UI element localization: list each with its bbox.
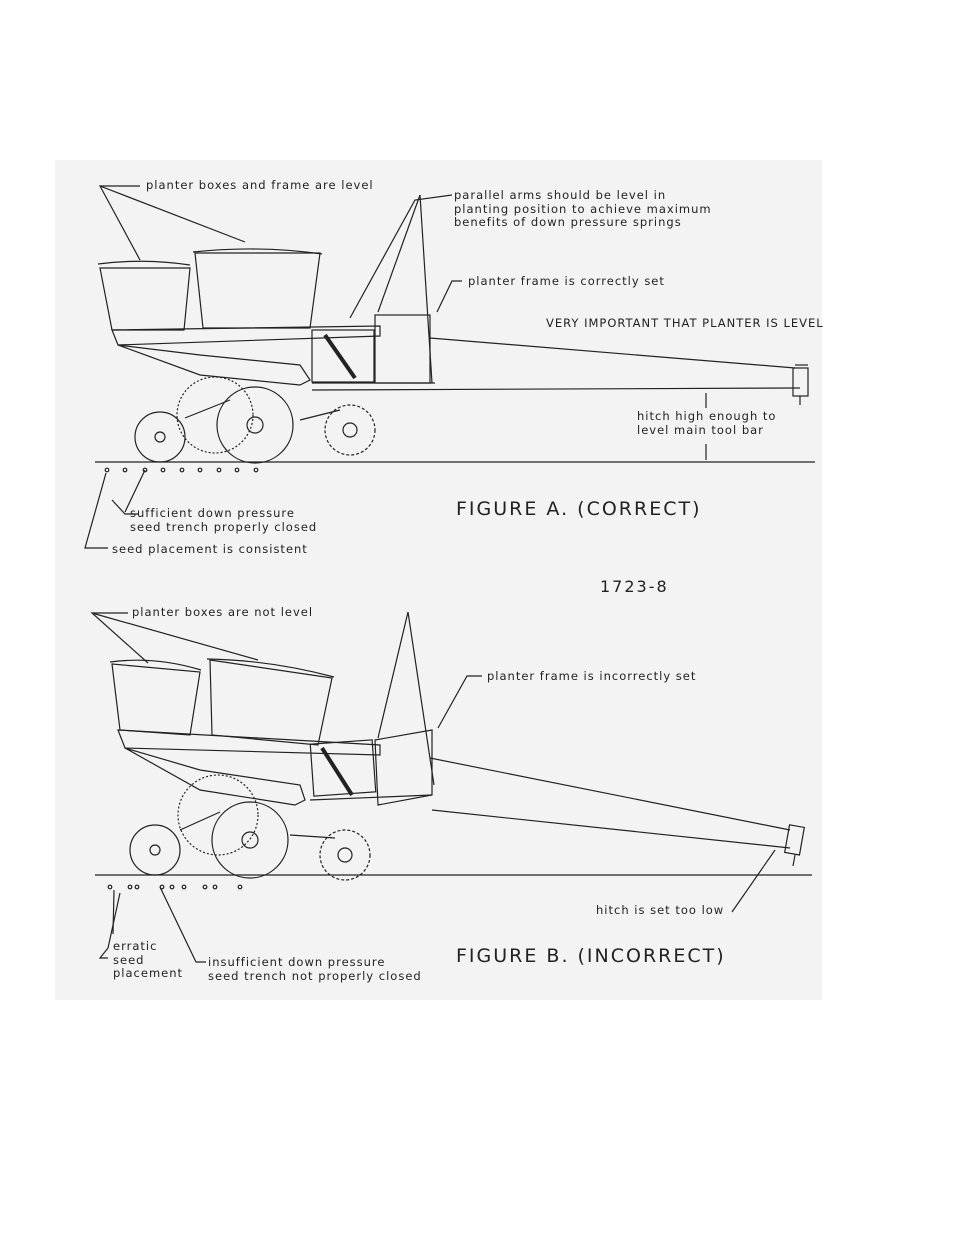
label-hitch-high: hitch high enough to level main tool bar	[637, 409, 777, 437]
label-erratic: erratic seed placement	[113, 939, 184, 980]
gauge-wheel-a	[134, 411, 186, 463]
label-insufficient: insufficient down pressure seed trench n…	[208, 955, 422, 983]
hopper-left-b	[111, 663, 201, 736]
drawing-panel	[55, 160, 822, 1000]
label-boxes-level: planter boxes and frame are level	[146, 178, 374, 192]
figure-b-drawing	[90, 611, 812, 963]
seed-dots-b	[107, 884, 243, 890]
label-very-important: VERY IMPORTANT THAT PLANTER IS LEVEL	[546, 316, 824, 330]
figure-b-title: FIGURE B. (INCORRECT)	[456, 945, 726, 967]
gauge-wheel-b	[129, 824, 181, 876]
part-number: 1723-8	[600, 577, 669, 596]
disc-opener-b	[211, 801, 289, 879]
label-boxes-not-level: planter boxes are not level	[132, 605, 314, 619]
tool-bar-a	[429, 337, 796, 369]
label-parallel-arms: parallel arms should be level in plantin…	[454, 188, 712, 229]
figure-a-drawing	[84, 185, 815, 549]
label-hitch-low: hitch is set too low	[596, 903, 725, 917]
hopper-right-a	[194, 252, 321, 329]
label-frame-incorrect: planter frame is incorrectly set	[487, 669, 697, 683]
frame-beam-a	[111, 325, 381, 346]
hopper-right-b	[209, 659, 333, 746]
hopper-left-a	[99, 267, 191, 331]
figure-a-title: FIGURE A. (CORRECT)	[456, 498, 702, 520]
drum-a	[176, 376, 254, 454]
closing-wheel-a	[324, 404, 376, 456]
frame-beam-b	[117, 729, 381, 756]
label-frame-correct: planter frame is correctly set	[468, 274, 665, 288]
seed-dots-a	[104, 467, 259, 473]
label-seed-consistent: seed placement is consistent	[112, 542, 308, 556]
label-down-pressure: sufficient down pressure seed trench pro…	[130, 506, 318, 534]
hitch-b	[783, 824, 806, 856]
tool-bar-b	[429, 757, 791, 831]
disc-opener-a	[216, 386, 294, 464]
hitch-a	[792, 367, 809, 397]
drum-b	[177, 774, 259, 856]
closing-wheel-b	[319, 829, 371, 881]
